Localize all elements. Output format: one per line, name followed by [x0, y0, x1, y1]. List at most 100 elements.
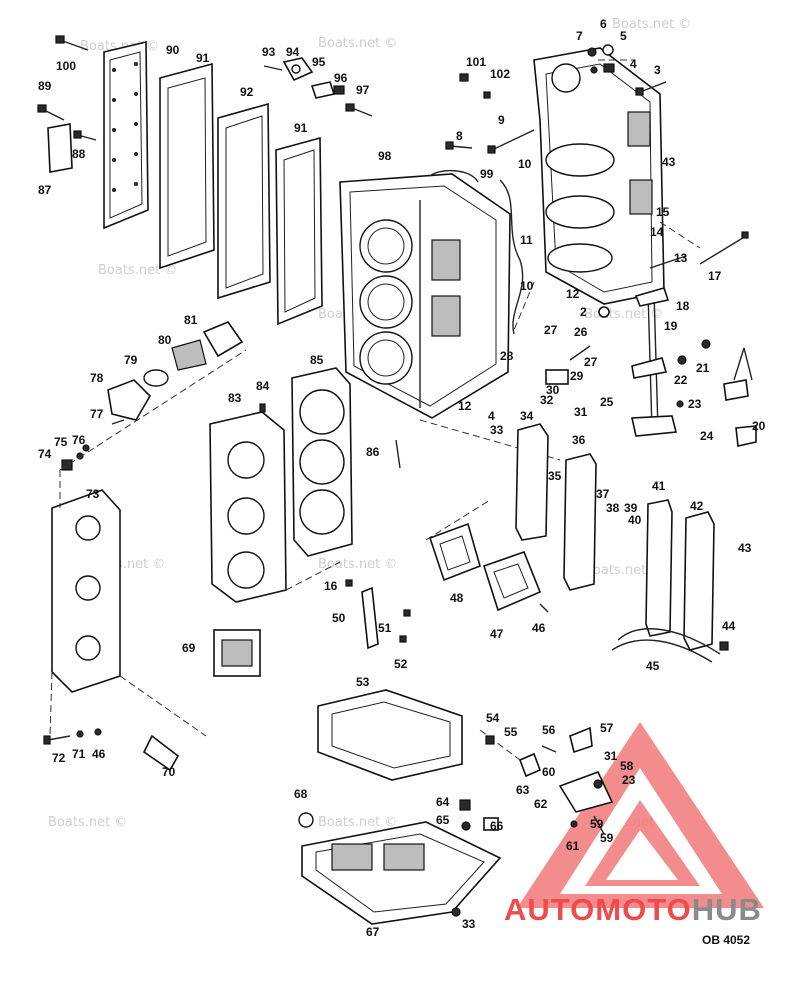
callout-label: 4: [630, 57, 637, 71]
callout-label: 79: [124, 353, 138, 367]
callout-label: 97: [356, 83, 370, 97]
callout-label: 56: [542, 723, 556, 737]
callout-label: 70: [162, 765, 176, 779]
callout-label: 63: [516, 783, 530, 797]
callout-label: 93: [262, 45, 276, 59]
callout-label: 9: [498, 113, 505, 127]
callout-label: 27: [544, 323, 558, 337]
callout-label: 101: [466, 55, 486, 69]
callout-label: 42: [690, 499, 704, 513]
callout-label: 67: [366, 925, 380, 939]
callout-label: 69: [182, 641, 196, 655]
callout-label: 73: [86, 487, 100, 501]
crankcase: [445, 44, 749, 335]
callout-label: 7: [576, 29, 583, 43]
callout-label: 27: [584, 355, 598, 369]
callout-label: 83: [228, 391, 242, 405]
callout-label: 52: [394, 657, 408, 671]
callout-label: 59: [600, 831, 614, 845]
choke-solenoid-group: [485, 726, 614, 835]
callout-label: 17: [708, 269, 722, 283]
callout-label: 2: [580, 305, 587, 319]
brand-triangle-logo: [517, 722, 764, 908]
callout-label: 95: [312, 55, 326, 69]
callout-label: 13: [674, 251, 688, 265]
cylinder-head-group: [43, 321, 401, 772]
watermark: Boats.net ©: [318, 557, 397, 572]
callout-label: 76: [72, 433, 86, 447]
callout-label: 4: [488, 409, 495, 423]
callout-label: 39: [624, 501, 638, 515]
callout-label: 68: [294, 787, 308, 801]
exhaust-plate-group: [345, 423, 729, 663]
plate-code: OB 4052: [702, 933, 751, 947]
callout-label: 46: [92, 747, 106, 761]
watermark: Boats.net ©: [584, 307, 663, 322]
callout-label: 89: [38, 79, 52, 93]
callout-label: 81: [184, 313, 198, 327]
callout-label: 18: [676, 299, 690, 313]
callout-label: 41: [652, 479, 666, 493]
callout-label: 43: [662, 155, 676, 169]
callout-labels: 100 89 88 87 90 91 92 91 93 94 95 96 97 …: [38, 17, 766, 939]
callout-label: 58: [620, 759, 634, 773]
callout-label: 21: [696, 361, 710, 375]
guide-lines: [49, 59, 701, 761]
callout-label: 5: [620, 29, 627, 43]
callout-label: 24: [700, 429, 714, 443]
callout-label: 78: [90, 371, 104, 385]
watermark: Boats.net ©: [318, 815, 397, 830]
adapter-plate-group: [298, 689, 502, 925]
callout-label: 46: [532, 621, 546, 635]
callout-label: 25: [600, 395, 614, 409]
watermark: Boats.net ©: [48, 815, 127, 830]
callout-label: 47: [490, 627, 504, 641]
callout-label: 31: [574, 405, 588, 419]
callout-label: 23: [622, 773, 636, 787]
callout-label: 26: [574, 325, 588, 339]
callout-label: 11: [520, 233, 533, 247]
callout-label: 90: [166, 43, 180, 57]
brand-wordmark: AUTOMOTOHUB: [504, 892, 794, 932]
throttle-linkage: [545, 287, 757, 447]
callout-label: 98: [378, 149, 392, 163]
watermark: Boats.net ©: [584, 563, 663, 578]
callout-label: 22: [674, 373, 688, 387]
callout-label: 99: [480, 167, 494, 181]
callout-label: 15: [656, 205, 670, 219]
callout-label: 34: [520, 409, 534, 423]
callout-label: 91: [196, 51, 210, 65]
callout-label: 72: [52, 751, 66, 765]
callout-label: 61: [566, 839, 580, 853]
callout-label: 94: [286, 45, 300, 59]
callout-label: 32: [540, 393, 554, 407]
callout-label: 10: [520, 279, 534, 293]
callout-label: 28: [500, 349, 514, 363]
callout-label: 29: [570, 369, 584, 383]
callout-label: 86: [366, 445, 380, 459]
callout-label: 36: [572, 433, 586, 447]
callout-label: 16: [324, 579, 338, 593]
brand-word-part1: AUTOMOTO: [504, 892, 692, 927]
callout-label: 100: [56, 59, 76, 73]
callout-label: 65: [436, 813, 450, 827]
callout-label: 33: [462, 917, 476, 931]
callout-label: 23: [688, 397, 702, 411]
callout-label: 43: [738, 541, 752, 555]
callout-label: 88: [72, 147, 86, 161]
watermark: Boats.net ©: [318, 36, 397, 51]
callout-label: 45: [646, 659, 660, 673]
callout-label: 40: [628, 513, 642, 527]
callout-label: 80: [158, 333, 172, 347]
callout-label: 53: [356, 675, 370, 689]
callout-label: 64: [436, 795, 450, 809]
callout-label: 10: [518, 157, 532, 171]
callout-label: 20: [752, 419, 766, 433]
callout-label: 57: [600, 721, 614, 735]
callout-label: 96: [334, 71, 348, 85]
callout-label: 12: [458, 399, 472, 413]
callout-label: 38: [606, 501, 620, 515]
callout-label: 44: [722, 619, 736, 633]
